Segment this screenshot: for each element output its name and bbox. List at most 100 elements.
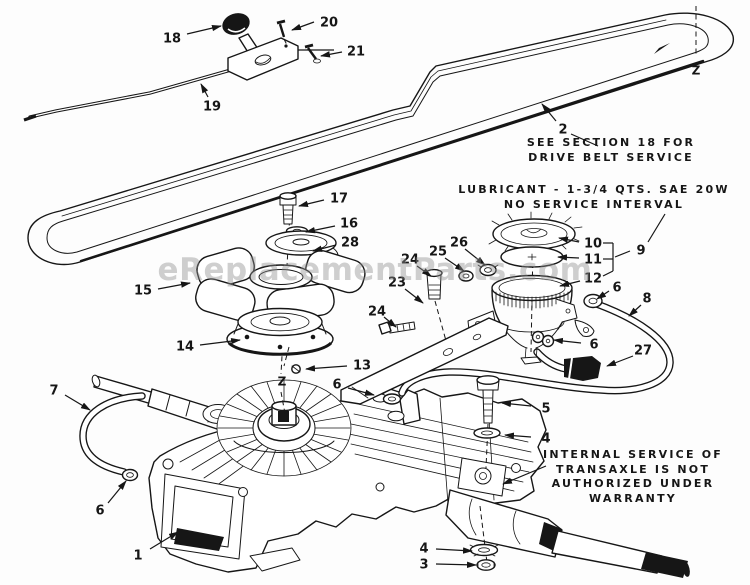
hose-8 [382,299,674,405]
callout-21: 21 [347,45,365,60]
leader-arrow [404,288,424,304]
keyway [278,411,289,422]
callout-14: 14 [176,340,194,355]
leader-arrow [383,316,397,328]
leader-arrow [559,280,581,287]
leader-line [602,270,614,277]
belt-direction-arrow [654,43,670,54]
grommet [382,393,402,405]
bolt-24-horizontal [378,321,416,335]
leader-arrow [298,199,325,208]
callout-24: 24 [401,253,419,268]
shift-lever [399,389,421,425]
note-line: SEE SECTION 18 FOR [526,136,696,149]
leader-arrow [444,257,465,272]
grommet [583,293,603,309]
transaxle-assembly [91,374,690,578]
screw-21 [304,43,321,64]
callout-26: 26 [450,236,468,251]
callout-3: 3 [419,558,428,573]
note-line: TRANSAXLE IS NOT [555,462,711,476]
callout-4: 4 [419,542,428,557]
callout-7: 7 [49,384,58,399]
leader-arrow [305,225,336,234]
leader-arrow [416,265,432,277]
callout-2: 2 [558,123,567,138]
washer-4-upper [473,427,501,439]
leader-arrow [464,248,486,266]
leader-arrow [558,236,580,243]
leader-arrow [501,400,532,408]
leader-arrow [502,465,547,485]
mount-hardware [469,375,501,572]
control-cable-assembly [23,13,321,122]
callout-6: 6 [95,504,104,519]
leader-arrow [596,290,610,300]
leader-arrow [199,337,241,346]
note-line: WARRANTY [589,491,677,505]
screw-20 [276,19,288,46]
callout-20: 20 [320,16,338,31]
leader-line [280,391,287,420]
mount-bracket [340,300,509,405]
pulley-14 [226,307,334,356]
note-line: INTERNAL SERVICE OF [543,448,723,461]
callout-9: 9 [636,244,645,259]
watermark: eReplacementParts.com [157,252,593,288]
grommet [121,468,139,482]
cable-end [23,114,37,122]
z-marker: Z [692,63,701,77]
callout-17: 17 [330,192,348,207]
leader-arrow [435,561,477,568]
callout-27: 27 [634,344,652,359]
callout-16: 16 [340,217,358,232]
leader-arrow [541,103,557,122]
leader-arrow [107,480,127,504]
fan-pulley-stack [195,192,366,375]
callout-6: 6 [332,378,341,393]
leader-arrow [305,365,348,372]
leader-arrow [291,21,315,31]
leader-arrow [157,281,191,290]
transaxle-cooling-fan [216,379,352,477]
callout-19: 19 [203,100,221,115]
nut-3 [476,559,496,571]
callout-12: 12 [584,272,602,287]
leader-arrow [320,51,343,58]
note-line: LUBRICANT - 1-3/4 QTS. SAE 20W [458,183,730,196]
callout-8: 8 [642,292,651,307]
right-axle-sleeve [445,489,563,558]
leader-arrow [200,83,209,98]
callout-13: 13 [353,359,371,374]
nut-25 [458,270,474,282]
callout-6: 6 [589,338,598,353]
cable-bracket [227,37,299,81]
banjo-fitting [531,330,555,348]
leader-line [647,213,666,243]
bolt-5 [476,375,500,424]
oil-reservoir-assembly [340,211,603,405]
right-axle-shaft [551,530,663,574]
note-line: NO SERVICE INTERVAL [503,197,685,211]
hose-27 [533,348,601,381]
leader-arrow [504,432,532,439]
leader-arrow [606,355,634,367]
washer-4-lower [469,543,499,557]
callout-15: 15 [134,284,152,299]
note-line: AUTHORIZED UNDER [551,477,715,490]
leader-arrow [186,24,222,35]
leader-arrow [435,547,473,554]
leader-arrow [312,244,337,252]
leader-line [614,250,631,258]
leader-arrow [347,387,375,396]
callout-5: 5 [541,402,550,417]
callout-1: 1 [133,549,142,564]
leader-line [570,133,599,147]
bolt-17 [279,192,297,225]
leader-arrow [64,394,91,411]
